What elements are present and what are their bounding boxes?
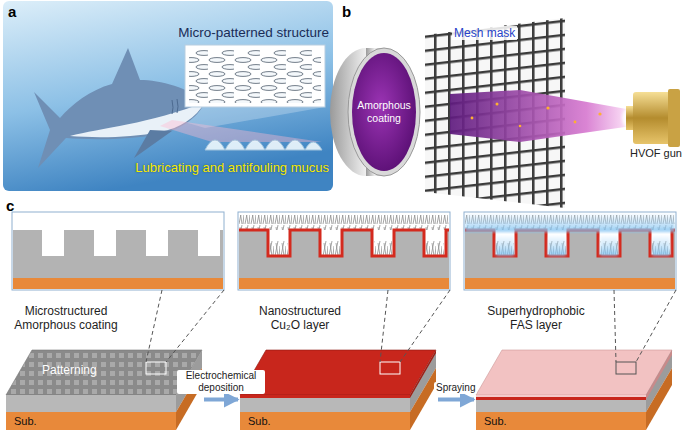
magnified-inset	[238, 212, 450, 290]
panel-letter: c	[6, 197, 14, 214]
panel-b-illustration	[471, 117, 474, 120]
panel-a-illustration	[189, 49, 321, 103]
panel-b-illustration	[496, 103, 499, 106]
coated-block-2	[476, 350, 672, 430]
panel-a-illustration	[160, 120, 322, 142]
mucus-label: Lubricating and antifouling mucus	[93, 160, 329, 176]
coated-block-0	[6, 412, 176, 430]
panel-b-illustration	[574, 121, 577, 124]
panel-a-illustration	[3, 1, 333, 191]
part-label: Mesh mask	[452, 26, 517, 40]
zoom-leader	[616, 362, 636, 374]
panel-b-illustration	[330, 18, 680, 208]
magnified-inset	[465, 215, 675, 255]
coating-label: Amorphous coating	[352, 53, 416, 171]
substrate-label: Sub.	[248, 414, 271, 428]
magnified-inset	[652, 236, 670, 256]
substrate-label: Sub.	[14, 414, 37, 428]
magnified-inset	[548, 236, 566, 256]
coating-face: Amorphous coating	[352, 53, 416, 171]
coated-block: Superhydrophobic FAS layerSub.	[476, 350, 672, 430]
process-arrow	[204, 398, 238, 402]
surface-label: Patterning	[42, 363, 97, 377]
coated-block-1	[240, 412, 410, 430]
stage-heading: Nanostructured Cu₂O layer	[244, 304, 356, 332]
panel-letter: a	[8, 3, 16, 20]
panel-b-illustration	[546, 106, 549, 109]
coated-block-0	[6, 350, 202, 395]
panel-b-illustration	[519, 125, 522, 128]
magnified-inset	[465, 230, 675, 256]
coated-block: Microstructured Amorphous coatingPattern…	[6, 350, 202, 430]
coated-block-2	[476, 397, 646, 400]
panel-a-illustration	[34, 48, 205, 168]
coated-block-1	[240, 350, 436, 430]
zoom-leader	[146, 362, 166, 374]
coated-block-1	[410, 368, 436, 430]
substrate-label: Sub.	[484, 414, 507, 428]
panel-a-background: Micro-patterned structureLubricating and…	[3, 1, 333, 191]
panel-b-illustration	[450, 90, 632, 142]
magnified-inset	[239, 230, 449, 256]
magnified-inset	[239, 215, 449, 255]
stage-heading: Superhydrophobic FAS layer	[480, 304, 592, 332]
process-arrow	[438, 398, 474, 402]
coated-block-0	[6, 395, 176, 412]
part-label: HVOF gun	[630, 147, 682, 159]
zoom-leader	[614, 290, 676, 362]
coated-block-1	[240, 398, 410, 412]
coated-block-2	[476, 400, 646, 412]
panel-b-illustration	[352, 53, 416, 171]
magnified-inset	[12, 212, 224, 290]
magnified-inset	[464, 212, 676, 290]
coated-block-2	[476, 350, 672, 395]
zoom-leader	[380, 362, 400, 374]
arrow-label: Electrochemical deposition	[177, 370, 265, 394]
magnified-inset	[496, 236, 514, 256]
coated-block-2	[646, 368, 672, 430]
zoom-leader	[146, 290, 224, 362]
panel-a-illustration	[3, 1, 333, 191]
panel-letter: b	[342, 3, 351, 20]
panel-heading: Micro-patterned structure	[149, 25, 329, 41]
panel-b-illustration	[598, 112, 601, 115]
panel-b-illustration	[348, 48, 420, 176]
panel-a-illustration	[172, 99, 178, 114]
magnified-inset	[12, 212, 676, 290]
zoom-leader	[380, 290, 450, 362]
coated-block-2	[476, 412, 646, 430]
magnified-inset	[465, 214, 675, 232]
magnified-inset	[600, 236, 618, 256]
coated-block: Nanostructured Cu₂O layerSub.	[240, 350, 436, 430]
panel-a-illustration	[185, 45, 325, 107]
zoom-leader	[146, 290, 676, 374]
coated-block-1	[240, 395, 410, 398]
arrow-label: Spraying	[434, 382, 477, 394]
coated-block-2	[476, 395, 646, 397]
stage-heading: Microstructured Amorphous coating	[10, 304, 122, 332]
coated-block-1	[240, 350, 436, 395]
coated-block-0	[6, 350, 202, 430]
panel-a-illustration	[205, 140, 322, 150]
panel-b-illustration	[668, 89, 680, 147]
panel-a-illustration	[134, 130, 172, 158]
